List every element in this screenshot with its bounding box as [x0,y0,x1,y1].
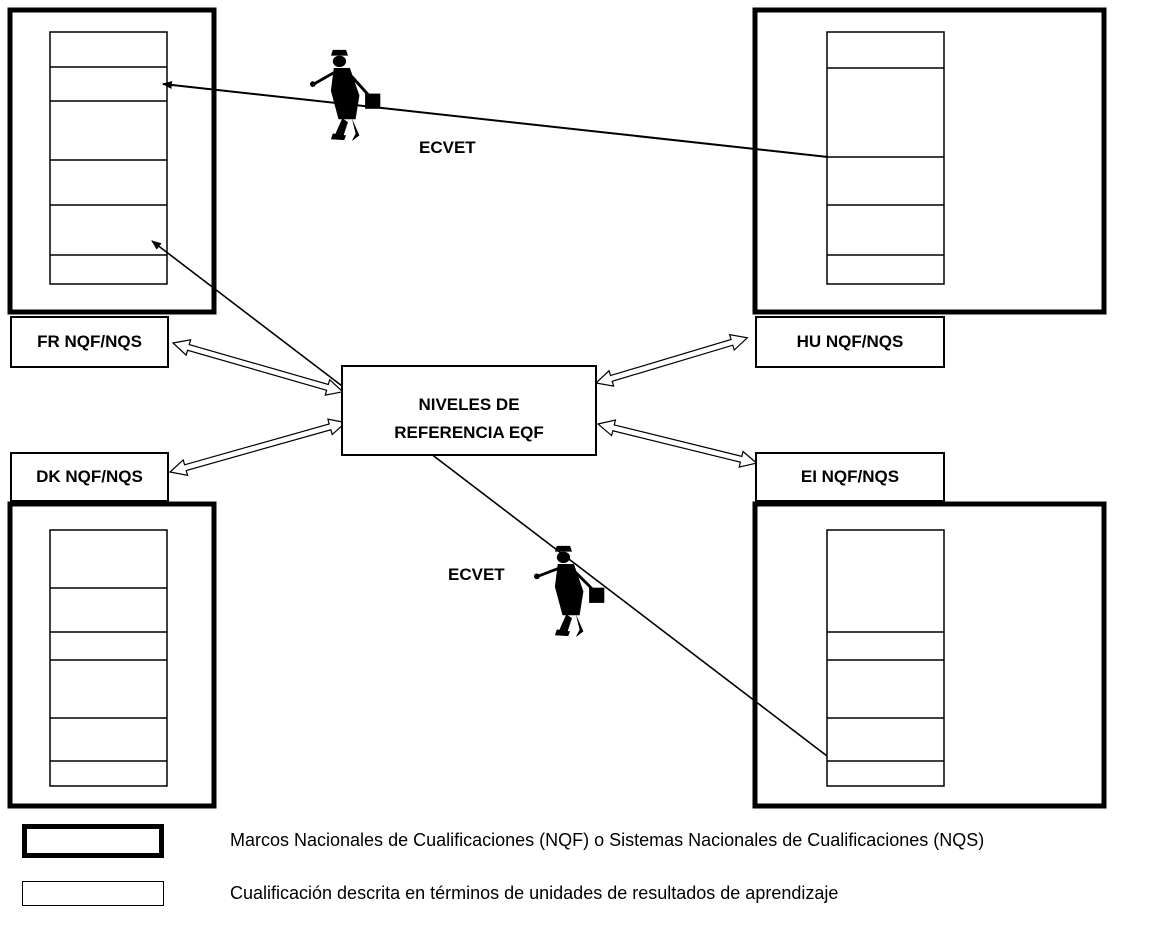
fr-qualification [49,31,168,285]
ei-framework-label: EI NQF/NQS [755,452,945,502]
dk-qualification [49,529,168,787]
ecvet-label-bottom: ECVET [448,565,505,584]
eqf-label-line2: REFERENCIA EQF [394,423,544,442]
dk-framework-label: DK NQF/NQS [10,452,169,502]
dk-framework [7,501,217,809]
ei-framework [752,501,1107,809]
ei-qualification [826,529,945,787]
ecvet-transfer-line-ei-fr [151,240,828,757]
hu-qualification [826,31,945,285]
traveler-figure-top [310,49,381,142]
legend-framework-text: Marcos Nacionales de Cualificaciones (NQ… [230,830,985,850]
traveler-figure-bottom [534,545,605,638]
double-arrow-hu-eqf [594,333,749,387]
ecvet-label-top: ECVET [419,138,476,157]
legend-qualification-text: Cualificación descrita en términos de un… [230,883,839,903]
hu-framework [752,7,1107,315]
ecvet-transfer-line-hu-fr [162,81,829,158]
legend-qualification-swatch [22,881,164,906]
fr-framework-label: FR NQF/NQS [10,316,169,368]
eqf-label-line1: NIVELES DE [418,395,520,414]
double-arrow-ei-eqf [596,419,758,468]
legend-framework-swatch [22,824,164,858]
fr-framework [7,7,217,315]
double-arrow-dk-eqf [168,418,347,477]
hu-framework-label: HU NQF/NQS [755,316,945,368]
eqf-reference-levels-box: NIVELES DE REFERENCIA EQF [341,365,597,456]
